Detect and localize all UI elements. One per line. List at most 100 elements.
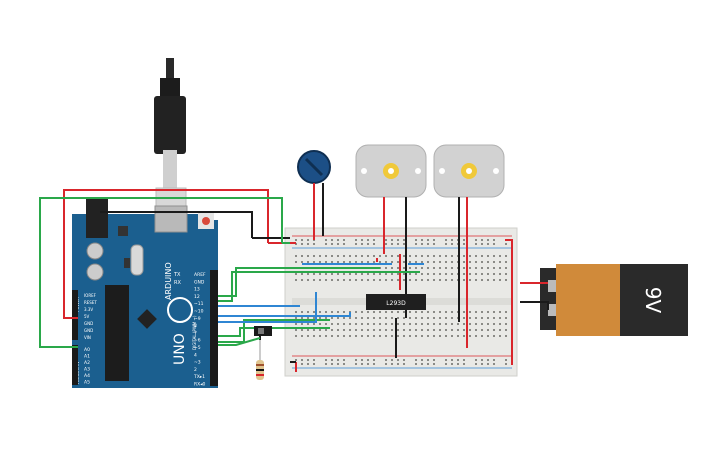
breadboard-hole[interactable]	[337, 323, 339, 325]
breadboard-rail-hole[interactable]	[457, 359, 459, 361]
breadboard-hole[interactable]	[499, 323, 501, 325]
breadboard-hole[interactable]	[313, 317, 315, 319]
breadboard-rail-hole[interactable]	[505, 359, 507, 361]
breadboard-hole[interactable]	[385, 273, 387, 275]
breadboard-hole[interactable]	[457, 335, 459, 337]
breadboard-hole[interactable]	[427, 279, 429, 281]
breadboard-hole[interactable]	[493, 255, 495, 257]
breadboard-rail-hole[interactable]	[421, 363, 423, 365]
breadboard-rail-hole[interactable]	[433, 359, 435, 361]
breadboard-hole[interactable]	[493, 261, 495, 263]
breadboard-hole[interactable]	[505, 273, 507, 275]
breadboard-hole[interactable]	[295, 329, 297, 331]
breadboard-hole[interactable]	[367, 323, 369, 325]
breadboard-hole[interactable]	[391, 311, 393, 313]
breadboard-rail-hole[interactable]	[421, 243, 423, 245]
breadboard-hole[interactable]	[433, 323, 435, 325]
breadboard-hole[interactable]	[319, 329, 321, 331]
breadboard-hole[interactable]	[499, 255, 501, 257]
breadboard-hole[interactable]	[331, 335, 333, 337]
breadboard-hole[interactable]	[409, 311, 411, 313]
breadboard-rail-hole[interactable]	[337, 363, 339, 365]
breadboard-hole[interactable]	[415, 323, 417, 325]
breadboard-rail-hole[interactable]	[415, 363, 417, 365]
breadboard-hole[interactable]	[331, 311, 333, 313]
breadboard-hole[interactable]	[463, 255, 465, 257]
breadboard-hole[interactable]	[331, 273, 333, 275]
breadboard-hole[interactable]	[349, 317, 351, 319]
breadboard-hole[interactable]	[439, 255, 441, 257]
breadboard-hole[interactable]	[481, 317, 483, 319]
breadboard-hole[interactable]	[301, 255, 303, 257]
breadboard-hole[interactable]	[397, 335, 399, 337]
breadboard-hole[interactable]	[469, 267, 471, 269]
breadboard-rail-hole[interactable]	[493, 359, 495, 361]
dc-motor-2[interactable]	[433, 144, 505, 198]
breadboard-hole[interactable]	[463, 273, 465, 275]
breadboard-hole[interactable]	[373, 261, 375, 263]
breadboard-hole[interactable]	[319, 323, 321, 325]
breadboard-hole[interactable]	[403, 335, 405, 337]
dc-motor-1[interactable]	[355, 144, 427, 198]
breadboard-rail-hole[interactable]	[361, 363, 363, 365]
breadboard-hole[interactable]	[415, 335, 417, 337]
breadboard-rail-hole[interactable]	[415, 359, 417, 361]
breadboard-rail-hole[interactable]	[481, 363, 483, 365]
breadboard-hole[interactable]	[373, 311, 375, 313]
breadboard-hole[interactable]	[505, 311, 507, 313]
breadboard-hole[interactable]	[367, 279, 369, 281]
breadboard-hole[interactable]	[451, 311, 453, 313]
breadboard-hole[interactable]	[487, 273, 489, 275]
breadboard-hole[interactable]	[301, 317, 303, 319]
breadboard-hole[interactable]	[451, 267, 453, 269]
breadboard-hole[interactable]	[409, 261, 411, 263]
breadboard-hole[interactable]	[355, 279, 357, 281]
breadboard-hole[interactable]	[493, 273, 495, 275]
breadboard-rail-hole[interactable]	[433, 243, 435, 245]
breadboard-hole[interactable]	[349, 335, 351, 337]
breadboard-hole[interactable]	[415, 279, 417, 281]
breadboard-hole[interactable]	[337, 255, 339, 257]
breadboard-hole[interactable]	[373, 323, 375, 325]
breadboard-hole[interactable]	[481, 335, 483, 337]
breadboard-hole[interactable]	[421, 279, 423, 281]
breadboard-hole[interactable]	[499, 267, 501, 269]
breadboard-hole[interactable]	[307, 255, 309, 257]
breadboard-rail-hole[interactable]	[373, 359, 375, 361]
breadboard-hole[interactable]	[385, 335, 387, 337]
breadboard-rail-hole[interactable]	[421, 239, 423, 241]
breadboard-rail-hole[interactable]	[307, 363, 309, 365]
breadboard-rail-hole[interactable]	[367, 363, 369, 365]
breadboard-hole[interactable]	[451, 317, 453, 319]
breadboard-rail-hole[interactable]	[367, 359, 369, 361]
breadboard-hole[interactable]	[409, 255, 411, 257]
breadboard-rail-hole[interactable]	[391, 359, 393, 361]
breadboard-rail-hole[interactable]	[505, 243, 507, 245]
breadboard-hole[interactable]	[415, 329, 417, 331]
breadboard-hole[interactable]	[361, 335, 363, 337]
breadboard-hole[interactable]	[427, 329, 429, 331]
breadboard-hole[interactable]	[391, 323, 393, 325]
breadboard-hole[interactable]	[307, 323, 309, 325]
breadboard-hole[interactable]	[307, 279, 309, 281]
breadboard-rail-hole[interactable]	[463, 239, 465, 241]
breadboard-hole[interactable]	[481, 329, 483, 331]
breadboard-hole[interactable]	[451, 255, 453, 257]
breadboard-hole[interactable]	[481, 273, 483, 275]
breadboard-hole[interactable]	[409, 323, 411, 325]
breadboard-hole[interactable]	[385, 317, 387, 319]
breadboard-hole[interactable]	[343, 323, 345, 325]
breadboard-hole[interactable]	[415, 267, 417, 269]
breadboard-rail-hole[interactable]	[427, 239, 429, 241]
breadboard-hole[interactable]	[439, 267, 441, 269]
breadboard-rail-hole[interactable]	[361, 359, 363, 361]
breadboard-rail-hole[interactable]	[475, 359, 477, 361]
breadboard-hole[interactable]	[295, 323, 297, 325]
breadboard-hole[interactable]	[457, 323, 459, 325]
breadboard-hole[interactable]	[469, 261, 471, 263]
breadboard-hole[interactable]	[469, 323, 471, 325]
breadboard-hole[interactable]	[421, 255, 423, 257]
breadboard-hole[interactable]	[319, 311, 321, 313]
breadboard-rail-hole[interactable]	[331, 359, 333, 361]
breadboard-hole[interactable]	[331, 317, 333, 319]
